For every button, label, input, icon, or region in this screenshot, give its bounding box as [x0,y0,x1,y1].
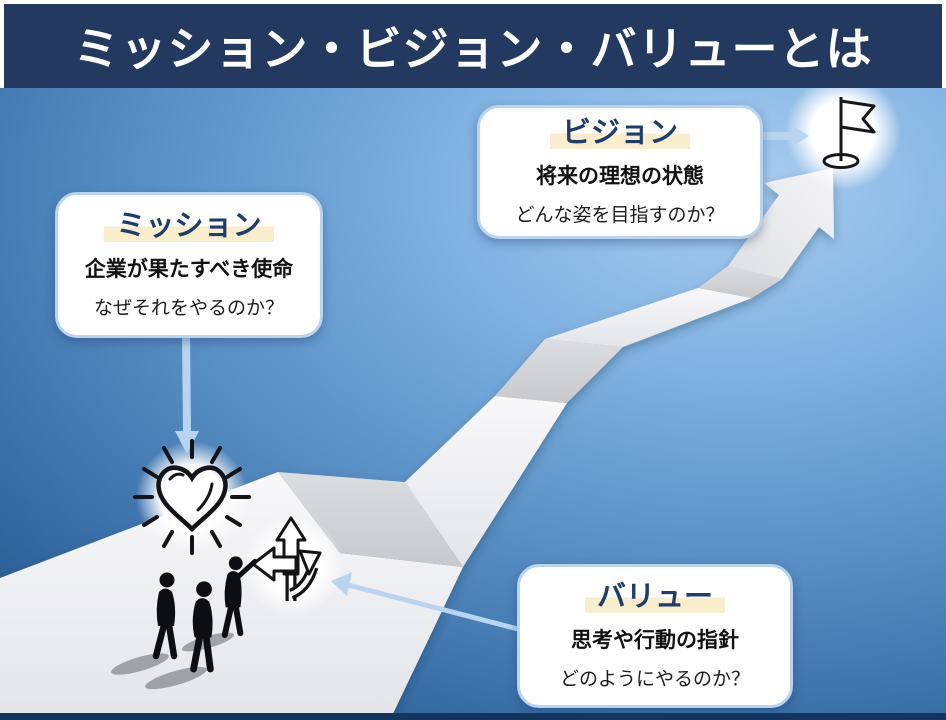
page-title: ミッション・ビジョン・バリューとは [73,23,873,75]
mission-question: なぜそれをやるのか？ [93,297,284,319]
mission-card: ミッション 企業が果たすべき使命 なぜそれをやるのか？ [55,192,323,338]
vision-definition: 将来の理想の状態 [536,164,704,188]
value-definition: 思考や行動の指針 [571,628,739,652]
person-2 [190,581,214,673]
shining-heart-icon [133,439,251,555]
vision-question: どんな姿を目指すのか？ [515,204,725,226]
vision-connector-arrow [757,126,809,146]
vision-card: ビジョン 将来の理想の状態 どんな姿を目指すのか？ [477,105,763,239]
value-card-title: バリュー [584,581,725,614]
value-connector-arrow [331,572,519,632]
vision-card-title-text: ビジョン [549,117,690,150]
flag-glow [785,74,901,190]
value-question: どのようにやるのか？ [559,668,750,690]
goal-flag-icon [822,97,876,169]
mission-card-title-text: ミッション [104,210,274,243]
vision-card-title: ビジョン [549,117,690,150]
walking-people-silhouette [111,556,258,690]
path-arrowhead [728,168,834,279]
branching-arrows-icon [251,516,322,601]
mission-definition: 企業が果たすべき使命 [84,257,294,281]
value-card-title-text: バリュー [584,581,725,614]
header-banner: ミッション・ビジョン・バリューとは [4,4,942,88]
person-3-pointing [221,556,258,638]
mission-card-title: ミッション [104,210,274,243]
mission-connector-arrow [175,331,199,454]
person-1 [152,572,178,660]
footer-strip [0,713,946,720]
value-card: バリュー 思考や行動の指針 どのようにやるのか？ [517,564,793,708]
